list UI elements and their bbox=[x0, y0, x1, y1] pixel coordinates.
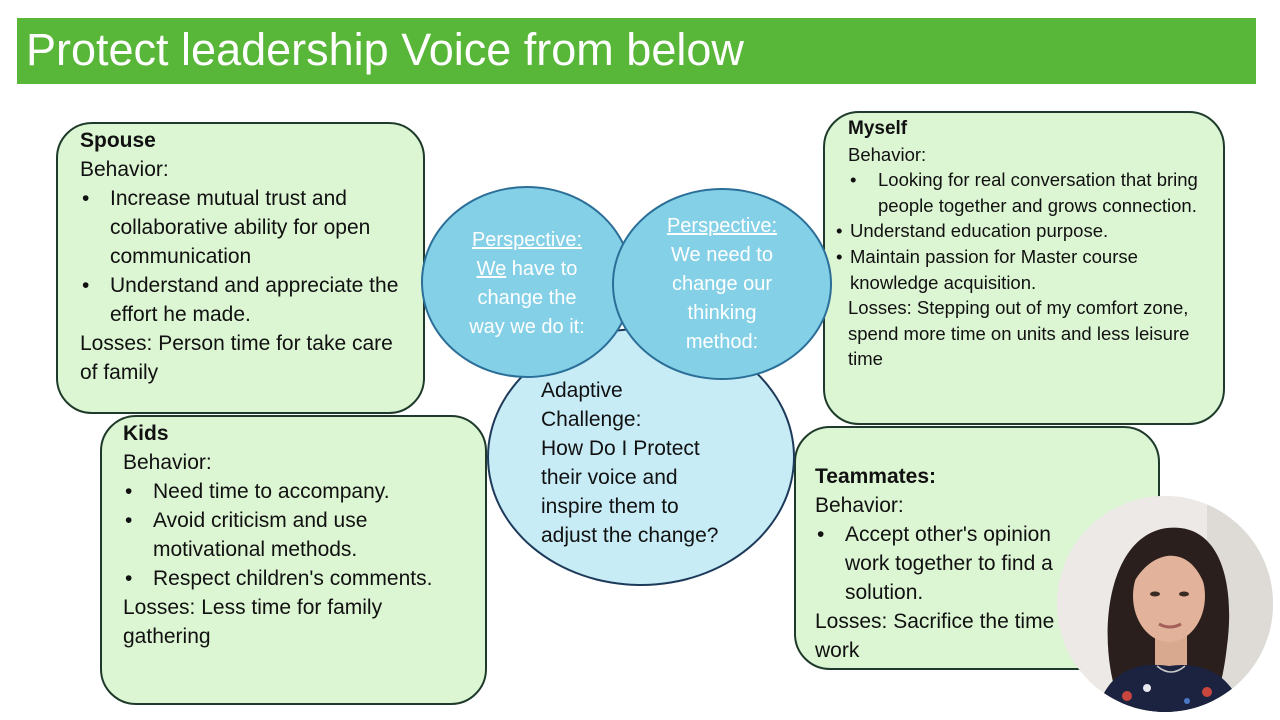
perspective-right-line2: change our bbox=[671, 273, 773, 295]
kids-losses: Losses: Less time for family gathering bbox=[123, 596, 383, 648]
list-item: Looking for real conversation that bring… bbox=[848, 167, 1208, 218]
perspective-right-line4: method: bbox=[685, 331, 759, 353]
list-item: Accept other's opinion work together to … bbox=[815, 520, 1155, 607]
presenter-avatar bbox=[1057, 496, 1273, 712]
teammates-bullet-line1: Accept other's opinion bbox=[845, 523, 1051, 546]
list-item: Understand education purpose. bbox=[836, 218, 1208, 244]
perspective-left-label: Perspective: bbox=[471, 229, 583, 251]
teammates-behavior-label: Behavior: bbox=[815, 494, 904, 517]
myself-behavior-label: Behavior: bbox=[848, 143, 927, 165]
spouse-bullets: Increase mutual trust and collaborative … bbox=[80, 184, 410, 329]
adaptive-line: their voice and bbox=[541, 466, 678, 489]
perspective-left-line3: way we do it: bbox=[469, 316, 585, 338]
perspective-left-line2: change the bbox=[477, 287, 577, 309]
myself-box: Myself Behavior: Looking for real conver… bbox=[823, 111, 1225, 425]
myself-losses: Losses: Stepping out of my comfort zone,… bbox=[848, 297, 1190, 370]
adaptive-line: adjust the change? bbox=[541, 524, 719, 547]
list-item: Need time to accompany. bbox=[123, 477, 473, 506]
perspective-right-text: Perspective: We need to change our think… bbox=[614, 212, 830, 357]
perspective-left-rest: have to bbox=[506, 258, 578, 280]
teammates-losses: Losses: Sacrifice the time work bbox=[815, 607, 1155, 665]
spouse-heading: Spouse bbox=[80, 129, 156, 152]
adaptive-line: inspire them to bbox=[541, 495, 679, 518]
kids-bullets: Need time to accompany. Avoid criticism … bbox=[123, 477, 473, 593]
teammates-heading: Teammates: bbox=[815, 465, 936, 488]
list-item: Respect children's comments. bbox=[123, 564, 473, 593]
perspective-left-circle: Perspective: We have to change the way w… bbox=[421, 186, 633, 378]
teammates-losses-line1: Losses: Sacrifice the time bbox=[815, 610, 1055, 633]
perspective-right-line3: thinking bbox=[687, 302, 757, 324]
adaptive-line: How Do I Protect bbox=[541, 437, 700, 460]
slide-title-bar: Protect leadership Voice from below bbox=[17, 18, 1256, 84]
myself-bullets: Looking for real conversation that bring… bbox=[836, 167, 1208, 295]
kids-behavior-label: Behavior: bbox=[123, 451, 212, 474]
kids-heading: Kids bbox=[123, 422, 169, 445]
perspective-right-line1: We need to bbox=[671, 244, 773, 266]
teammates-bullets: Accept other's opinion work together to … bbox=[815, 520, 1155, 607]
spouse-box: Spouse Behavior: Increase mutual trust a… bbox=[56, 122, 425, 414]
perspective-left-text: Perspective: We have to change the way w… bbox=[423, 226, 631, 342]
list-item: Avoid criticism and use motivational met… bbox=[123, 506, 473, 564]
perspective-right-circle: Perspective: We need to change our think… bbox=[612, 188, 832, 380]
adaptive-challenge-text: Adaptive Challenge: How Do I Protect the… bbox=[541, 376, 761, 550]
teammates-bullet-line2: work together to find a bbox=[845, 552, 1053, 575]
perspective-left-we: We bbox=[476, 258, 507, 280]
myself-heading: Myself bbox=[848, 118, 908, 139]
adaptive-line: Adaptive bbox=[541, 379, 623, 402]
perspective-right-label: Perspective: bbox=[666, 215, 778, 237]
list-item: Increase mutual trust and collaborative … bbox=[80, 184, 410, 271]
teammates-losses-line2: work bbox=[815, 639, 860, 662]
list-item: Maintain passion for Master course knowl… bbox=[836, 244, 1208, 295]
spouse-losses: Losses: Person time for take care of fam… bbox=[80, 332, 393, 384]
teammates-bullet-line3: solution. bbox=[845, 581, 924, 604]
slide-title: Protect leadership Voice from below bbox=[26, 24, 744, 75]
adaptive-line: Challenge: bbox=[541, 408, 642, 431]
spouse-behavior-label: Behavior: bbox=[80, 158, 169, 181]
kids-box: Kids Behavior: Need time to accompany. A… bbox=[100, 415, 487, 705]
list-item: Understand and appreciate the effort he … bbox=[80, 271, 410, 329]
presenter-webcam bbox=[1057, 496, 1273, 712]
